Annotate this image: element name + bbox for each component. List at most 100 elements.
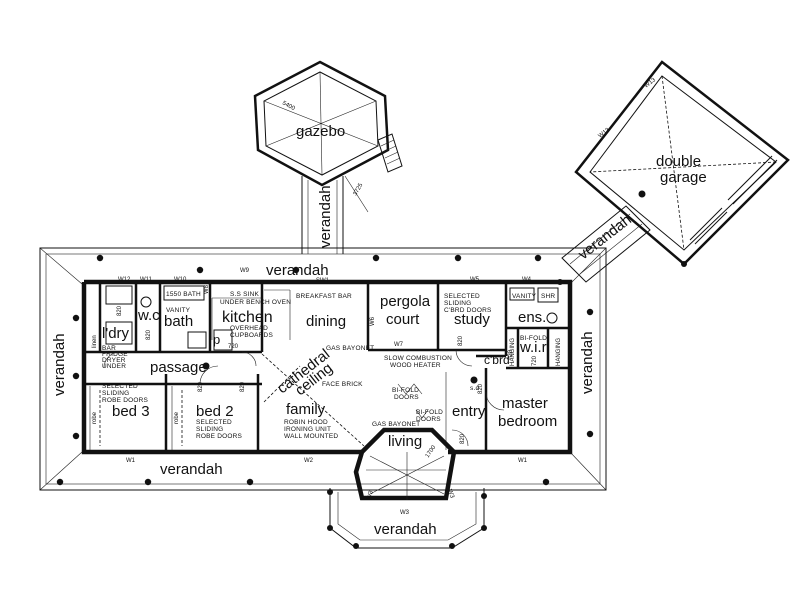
door-820-d: 820: [458, 335, 464, 346]
note-bifold-2a: BI-FOLD: [416, 409, 443, 416]
window-w11: W11: [140, 277, 153, 283]
verandah-outline: verandah verandah verandah verandah: [39, 247, 607, 491]
garage-label-2: garage: [660, 169, 707, 186]
gazebo-steps: [377, 133, 403, 173]
front-bay: living verandah 1700: [327, 427, 487, 549]
window-w13-b: W13: [644, 77, 658, 90]
note-bed3-doors-3: ROBE DOORS: [102, 397, 149, 404]
note-dryer: DRYER: [102, 357, 126, 364]
note-family-unit-3: WALL MOUNTED: [284, 433, 338, 440]
note-ss-sink: S.S SINK: [230, 291, 260, 298]
note-vanity-2: VANITY: [512, 293, 537, 300]
double-garage: W13 W13 double garage: [574, 60, 790, 267]
cbrd-label: c'brd: [484, 353, 510, 367]
window-tags: W12 W11 W10 W9 SW1 W8 W6 W7 W5 W4 W1 W2 …: [118, 268, 532, 516]
door-820-a: 820: [117, 305, 123, 316]
verandah-right-label: verandah: [579, 331, 596, 394]
entry-label: entry: [452, 403, 486, 420]
study-label: study: [454, 311, 490, 328]
robe-left-label: robe: [92, 411, 98, 424]
note-bath-1550: 1550 BATH: [166, 291, 201, 298]
robe-mid-label: robe: [174, 411, 180, 424]
note-study-doors-3: C'BRD DOORS: [444, 307, 492, 314]
door-820-b: 820: [146, 329, 152, 340]
linen-label: linen: [92, 335, 98, 348]
note-bed3-doors-1: SELECTED: [102, 383, 138, 390]
window-w6: W6: [370, 316, 376, 326]
master-label-1: master: [502, 395, 548, 412]
laundry-label: l'dry: [102, 325, 130, 342]
window-w1-b: W1: [518, 458, 528, 464]
note-bifold-1a: BI-FOLD: [392, 387, 419, 394]
note-overhead-1: OVERHEAD: [230, 325, 268, 332]
master-label-2: bedroom: [498, 413, 557, 430]
note-face-brick: FACE BRICK: [322, 381, 363, 388]
window-w3-b: W3: [400, 510, 410, 516]
gazebo-label: gazebo: [296, 123, 345, 140]
door-820-c: 820: [198, 381, 204, 392]
wc-label: w.c: [137, 307, 160, 324]
window-w8: W8: [204, 284, 210, 294]
pergola-label-1: pergola: [380, 293, 431, 310]
window-sw1: SW1: [316, 278, 330, 284]
door-720-a: 720: [228, 344, 239, 350]
wir-label: w.i.r: [519, 339, 547, 356]
note-slow-combustion-1: SLOW COMBUSTION: [384, 355, 452, 362]
note-bed2-doors-3: ROBE DOORS: [196, 433, 243, 440]
door-820-g: 820: [240, 381, 246, 392]
hanging-label-1: HANGING: [510, 338, 516, 366]
note-shr: SHR: [541, 293, 555, 300]
note-bed3-doors-2: SLIDING: [102, 390, 129, 397]
window-w10: W10: [174, 277, 187, 283]
note-bifold-2b: DOORS: [416, 416, 441, 423]
note-fridge: FRIDGE: [102, 351, 128, 358]
bed2-label: bed 2: [196, 403, 234, 420]
gazebo-dimension: 5400: [281, 100, 296, 112]
window-w12: W12: [118, 277, 131, 283]
window-w4: W4: [522, 277, 532, 283]
gazebo: gazebo 5400: [253, 60, 403, 187]
window-w9: W9: [240, 268, 250, 274]
note-bifold-wir: BI-FOLD: [520, 335, 547, 342]
note-vanity-1: VANITY: [166, 307, 191, 314]
kitchen-label: kitchen: [222, 309, 273, 326]
note-bifold-1b: DOORS: [394, 394, 419, 401]
verandah-link-label: verandah: [317, 185, 334, 248]
garage-label-1: double: [656, 153, 701, 170]
annotations: S.S SINK UNDER BENCH OVEN OVERHEAD CUPBO…: [102, 291, 555, 440]
hanging-label-2: HANGING: [556, 338, 562, 366]
family-label: family: [286, 401, 326, 418]
pantry-label: p: [213, 332, 220, 347]
note-smoke-detector: s.d: [470, 385, 479, 392]
dining-label: dining: [306, 313, 346, 330]
door-720-c: 720: [532, 355, 538, 366]
verandah-left-label: verandah: [51, 333, 68, 396]
smoke-detector-icon: [202, 362, 210, 370]
garage-doors: [689, 155, 778, 245]
bath-label: bath: [164, 313, 193, 330]
note-gas-bayonet-2: GAS BAYONET: [372, 421, 420, 428]
verandah-front-label: verandah: [374, 521, 437, 538]
door-size-tags: 820 820 820 820 820 820 820 720 720 720: [117, 305, 538, 444]
note-study-doors-2: SLIDING: [444, 300, 471, 307]
note-study-doors-1: SELECTED: [444, 293, 480, 300]
bed3-label: bed 3: [112, 403, 150, 420]
note-family-unit-1: ROBIN HOOD: [284, 419, 328, 426]
note-overhead-2: CUPBOARDS: [230, 332, 273, 339]
note-bed2-doors-1: SELECTED: [196, 419, 232, 426]
verandah-bottom-label: verandah: [160, 461, 223, 478]
window-w1-a: W1: [126, 458, 136, 464]
living-label: living: [388, 433, 422, 450]
passage-label: passage: [150, 359, 207, 376]
note-breakfast-bar: BREAKFAST BAR: [296, 293, 352, 300]
note-family-unit-2: IRONING UNIT: [284, 426, 331, 433]
door-820-e: 820: [478, 383, 484, 394]
ensuite-label: ens.: [518, 309, 546, 326]
note-slow-combustion-2: WOOD HEATER: [390, 362, 441, 369]
window-w2: W2: [304, 458, 314, 464]
door-swings: [103, 349, 505, 447]
window-w5: W5: [470, 277, 480, 283]
door-820-f: 820: [460, 433, 466, 444]
note-gas-bayonet-1: GAS BAYONET: [326, 345, 374, 352]
window-w7: W7: [394, 342, 404, 348]
